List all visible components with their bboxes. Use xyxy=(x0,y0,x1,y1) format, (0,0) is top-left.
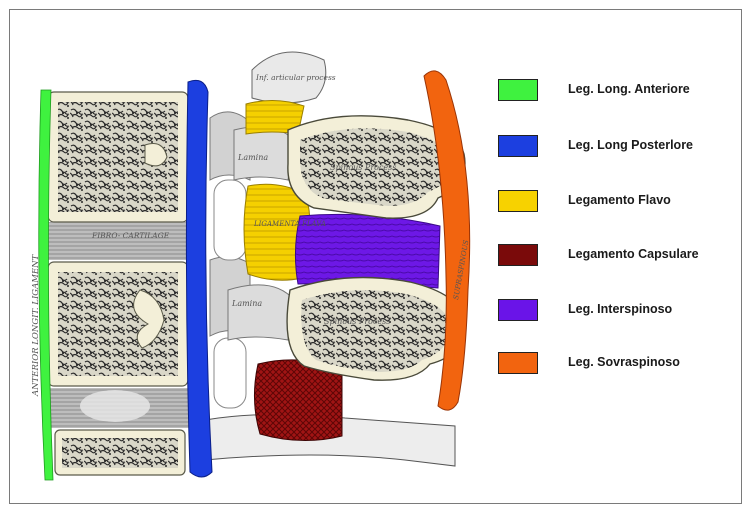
legend-swatch xyxy=(498,352,538,374)
legend-label: Legamento Flavo xyxy=(568,193,671,207)
legend-swatch xyxy=(498,299,538,321)
label-lamina-upper: Lamina xyxy=(237,153,268,162)
label-inferior-articular-process: Inf. articular process xyxy=(255,73,336,82)
legend-swatch xyxy=(498,244,538,266)
legend-swatch xyxy=(498,190,538,212)
legend-label: Legamento Capsulare xyxy=(568,247,699,261)
legend-label: Leg. Interspinoso xyxy=(568,302,672,316)
posterior-longitudinal-ligament xyxy=(186,80,212,477)
label-spinous-process-lower: Spinous Process xyxy=(324,317,390,326)
legend-label: Leg. Long. Anteriore xyxy=(568,82,690,96)
legend-swatch xyxy=(498,79,538,101)
legend-label: Leg. Sovraspinoso xyxy=(568,355,680,369)
legend-swatch xyxy=(498,135,538,157)
intervertebral-disc-upper xyxy=(45,222,195,260)
label-spinous-process-upper: Spinous Process xyxy=(330,163,396,172)
label-lamina-lower: Lamina xyxy=(231,299,262,308)
label-anterior-longitudinal-ligament: ANTERIOR LONGIT. LIGAMENT xyxy=(31,253,41,397)
legend-label: Leg. Long Posterlore xyxy=(568,138,693,152)
label-ligamenta-flava: LIGAMENTA FLAVA xyxy=(253,220,326,228)
label-fibro-cartilage: FIBRO- CARTILAGE xyxy=(91,231,170,240)
